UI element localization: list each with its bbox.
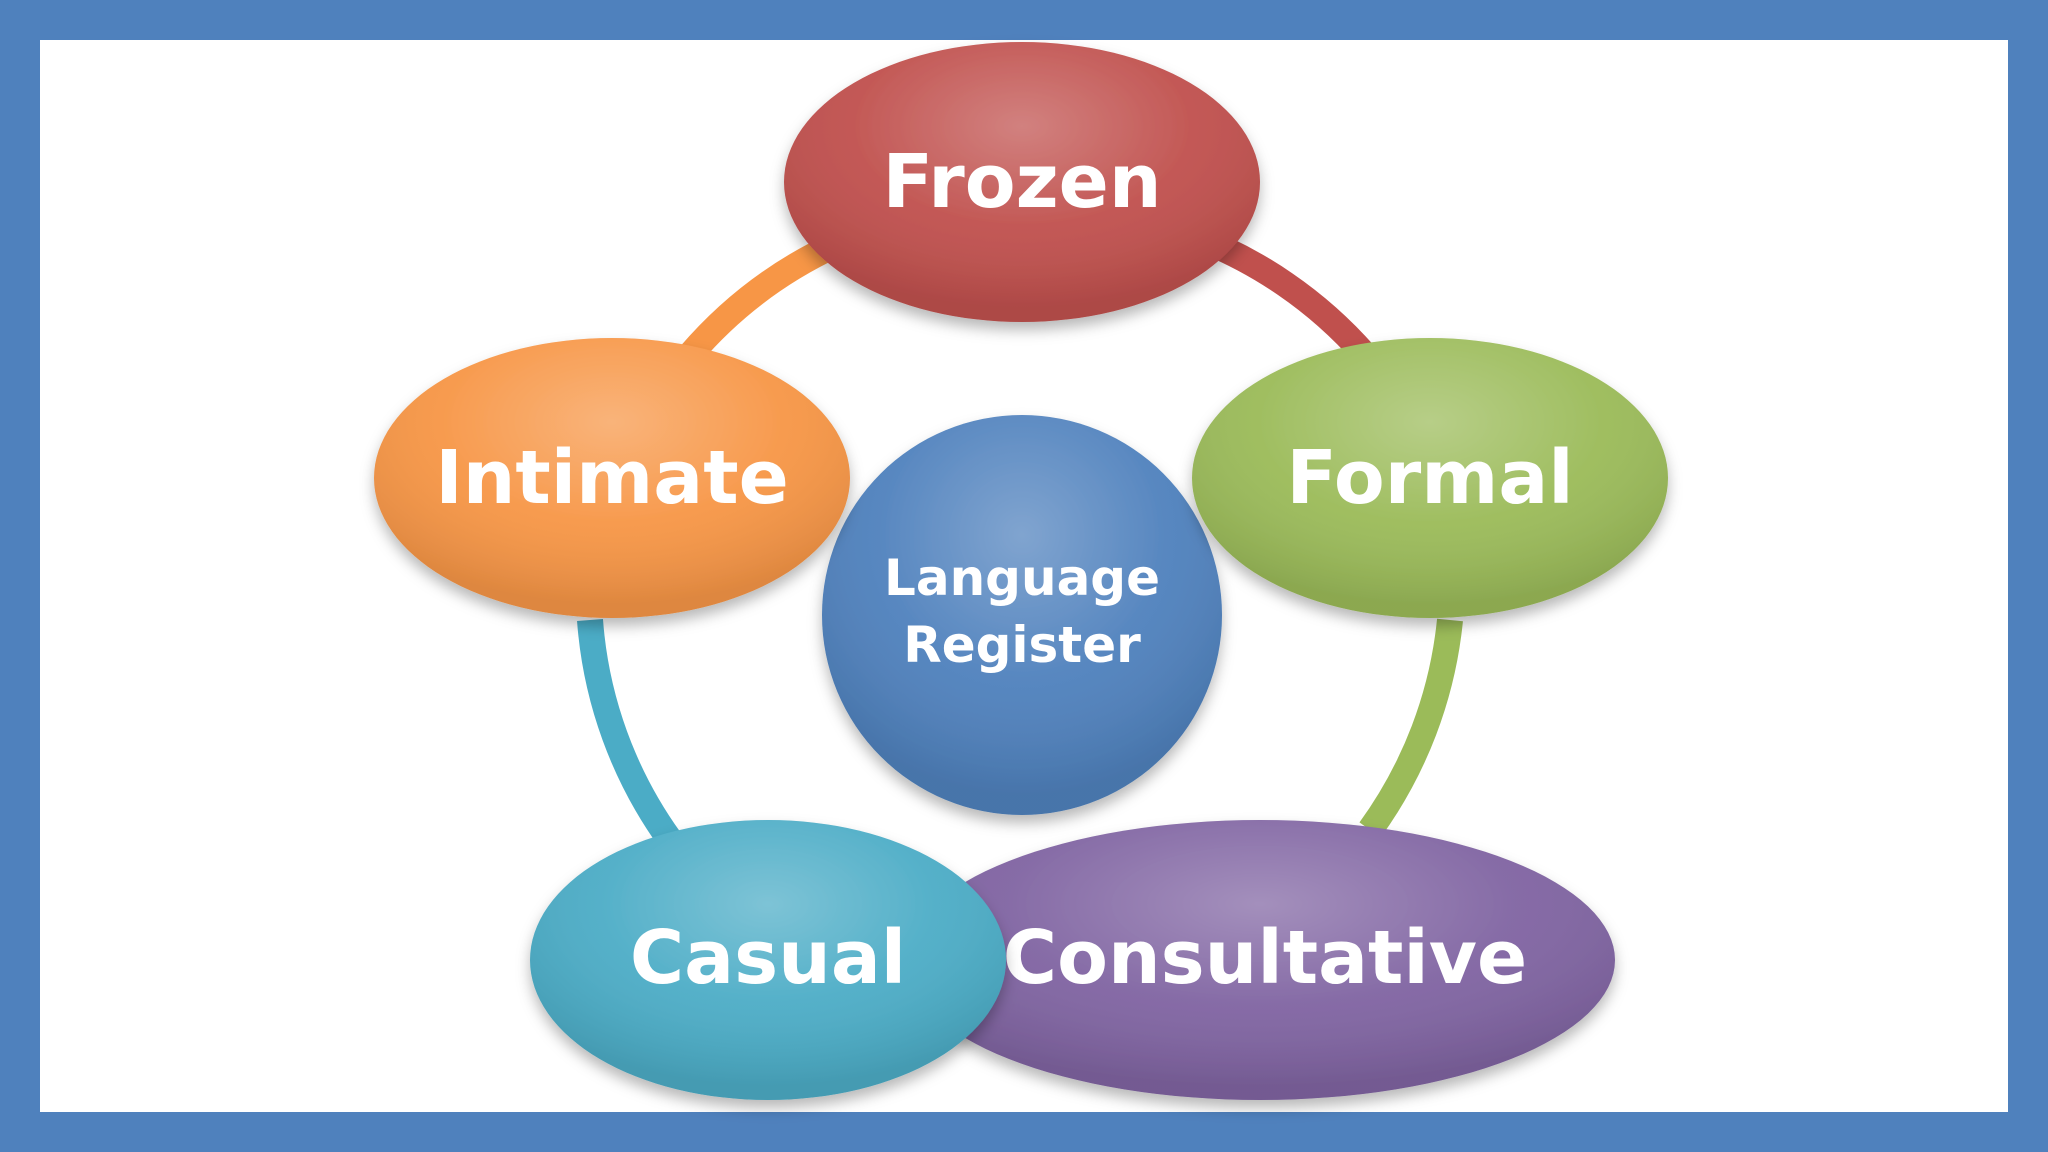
node-consultative-label: Consultative	[1003, 915, 1527, 1001]
center-label-line1: Language	[884, 549, 1160, 607]
node-casual	[530, 820, 1006, 1100]
node-intimate-label: Intimate	[435, 435, 789, 521]
node-intimate-gloss	[374, 338, 850, 618]
node-frozen	[784, 42, 1260, 322]
node-frozen-label: Frozen	[882, 139, 1161, 225]
node-formal-gloss	[1192, 338, 1668, 618]
node-casual-label: Casual	[630, 915, 906, 1001]
ring-arc-intimate-frozen	[680, 233, 841, 364]
node-consultative-gloss	[905, 820, 1615, 1100]
center-node-gloss	[822, 415, 1222, 815]
node-frozen-gloss	[784, 42, 1260, 322]
node-intimate	[374, 338, 850, 618]
node-formal	[1192, 338, 1668, 618]
ring-arc-formal-consultative	[1359, 618, 1463, 838]
node-consultative	[905, 820, 1615, 1100]
node-casual-gloss	[530, 820, 1006, 1100]
center-label-line2: Register	[903, 616, 1141, 674]
center-node	[822, 415, 1222, 815]
node-formal-label: Formal	[1286, 435, 1573, 521]
ring-arc-casual-intimate	[577, 619, 681, 848]
